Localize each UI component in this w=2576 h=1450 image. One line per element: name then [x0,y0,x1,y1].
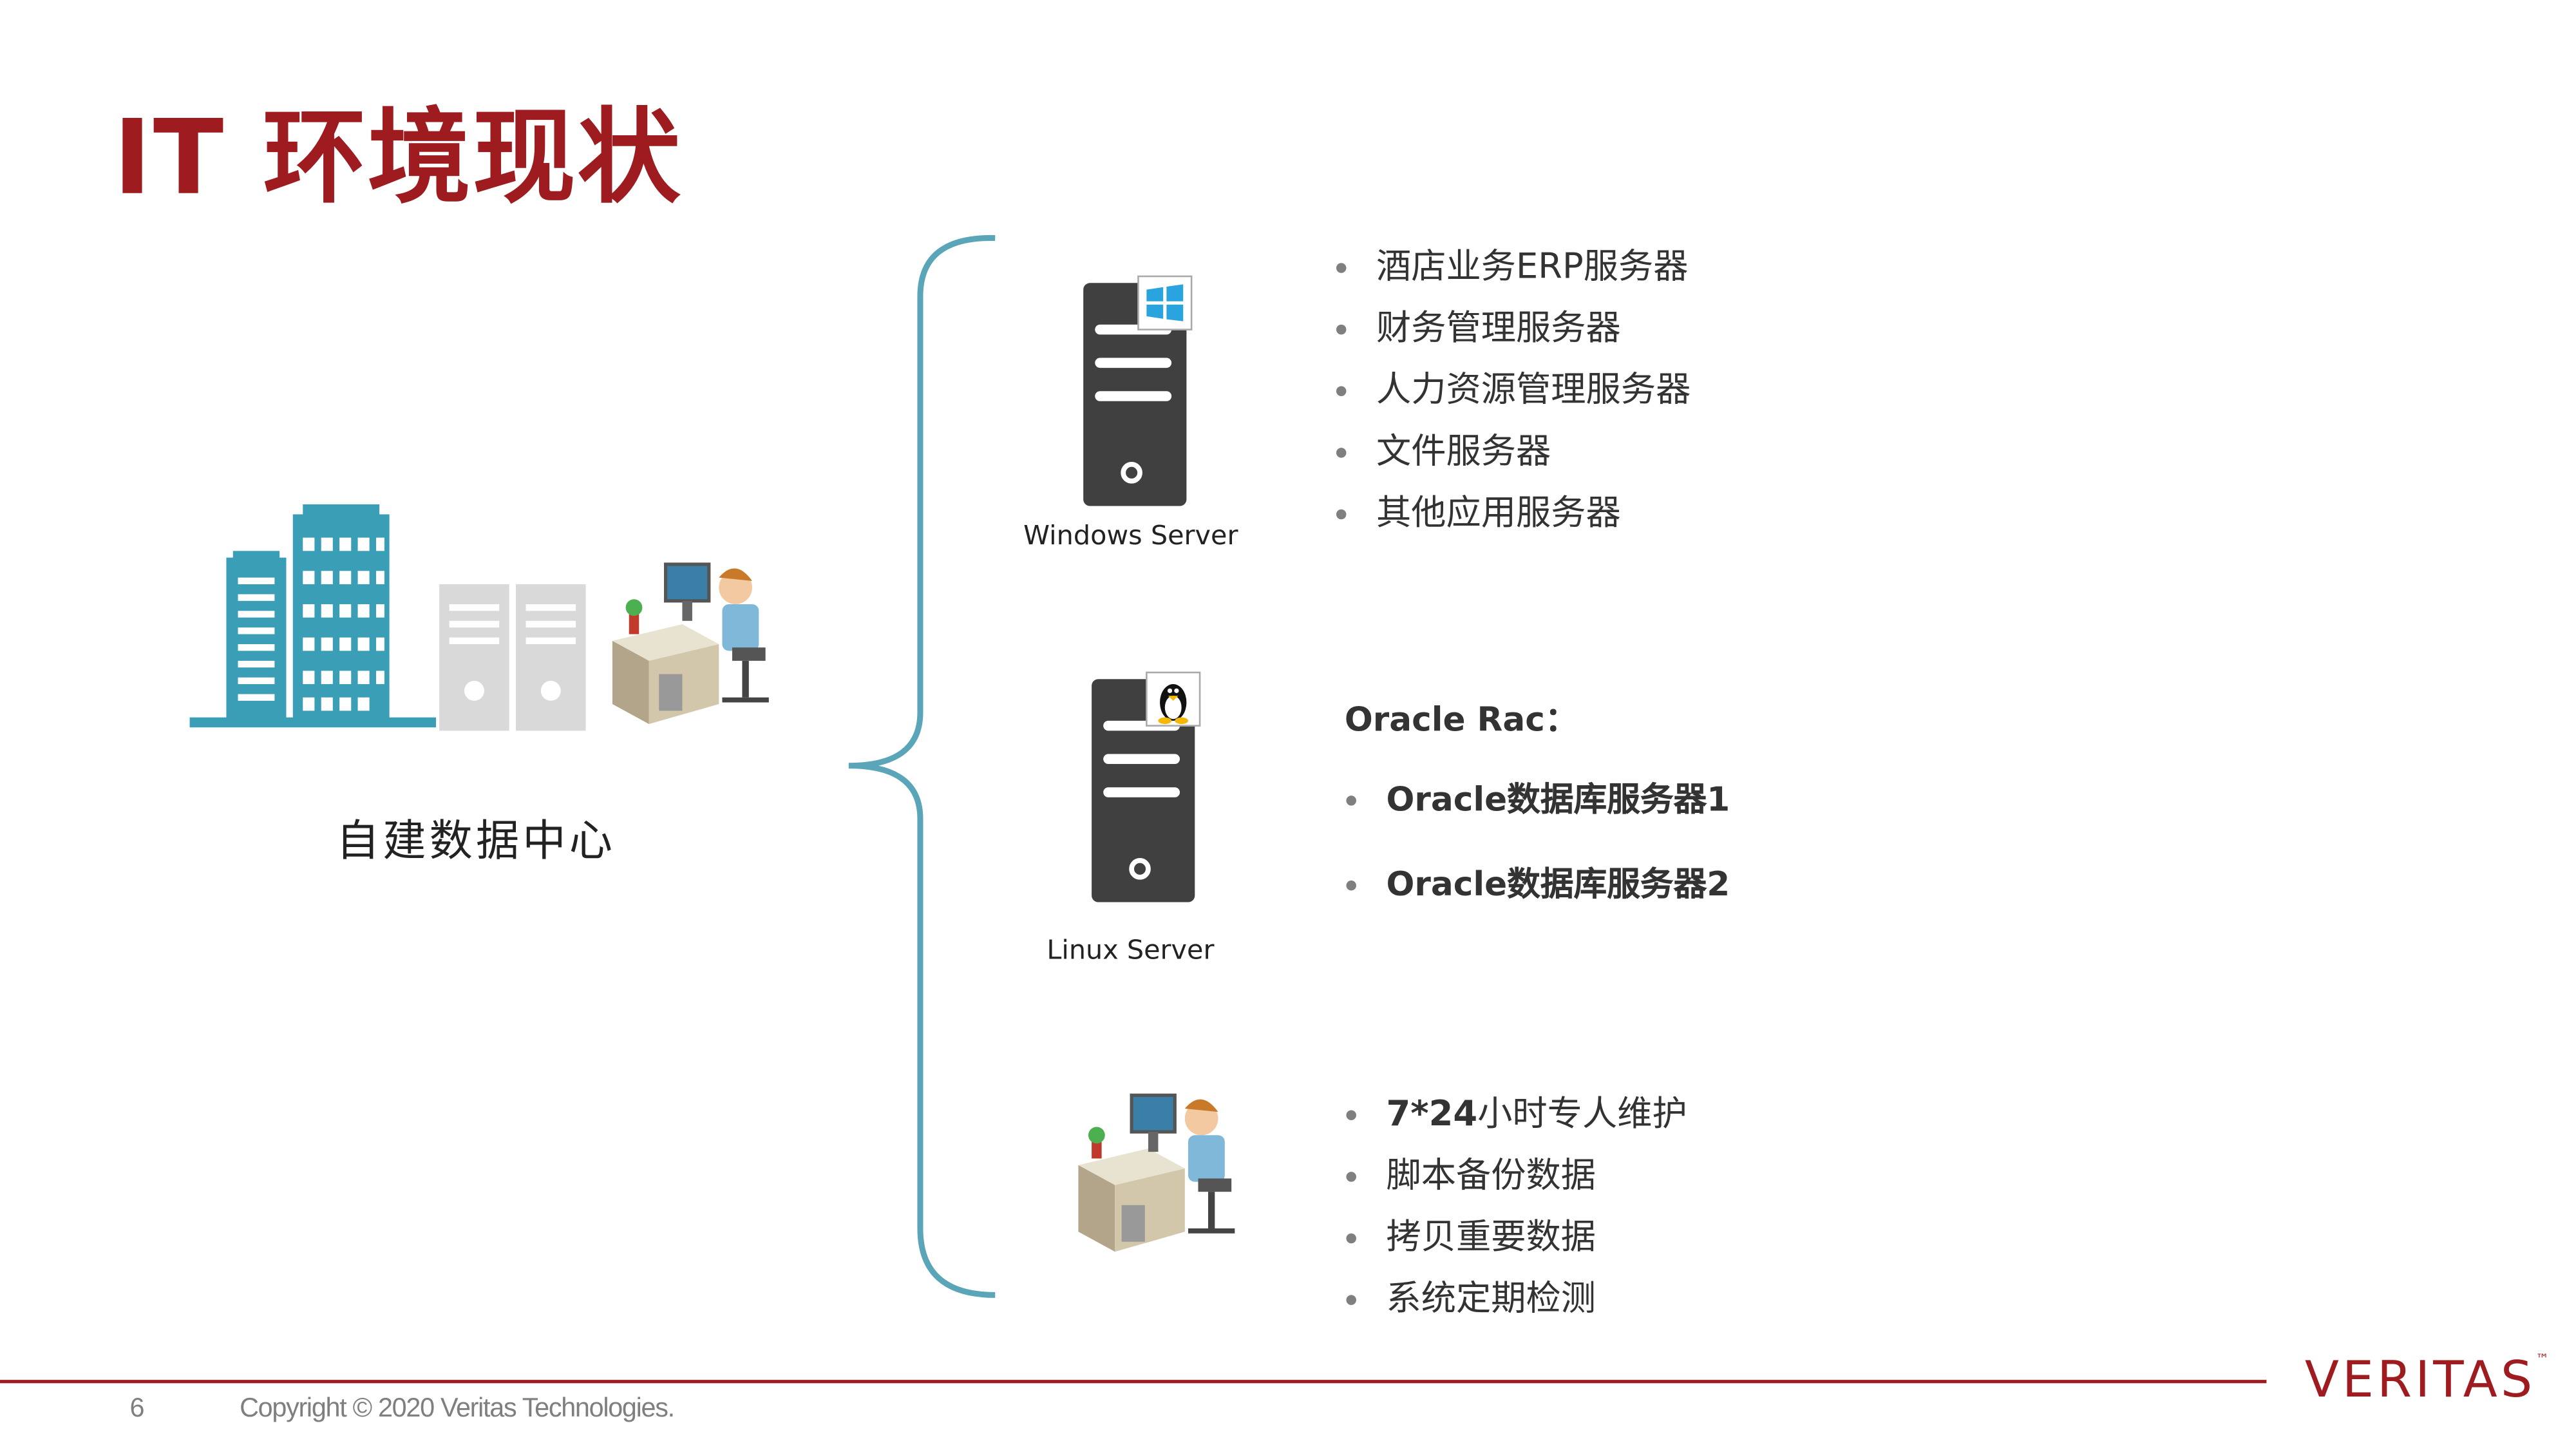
list-item: 系统定期检测 [1346,1268,1687,1330]
maintenance-worker-icon [1078,1093,1235,1252]
list-item: 人力资源管理服务器 [1336,359,1690,421]
linux-server-icon [1092,671,1201,902]
logo-text: VERITAS [2304,1351,2536,1410]
oracle-rac-heading: Oracle Rac： [1344,699,1578,739]
list-item: 拷贝重要数据 [1346,1207,1687,1268]
list-item-text: 小时专人维护 [1477,1093,1687,1134]
footer-divider [0,1380,2267,1384]
tux-penguin-icon [1158,684,1188,725]
list-item: 脚本备份数据 [1346,1145,1687,1207]
page-title: IT 环境现状 [113,96,683,218]
list-item: 财务管理服务器 [1336,298,1690,360]
list-item-number: 7*24 [1386,1093,1478,1134]
list-item: Oracle数据库服务器1 [1346,758,1730,843]
trademark-mark: ™ [2535,1351,2550,1367]
curly-bracket [848,234,996,1298]
linux-server-list: Oracle数据库服务器1 Oracle数据库服务器2 [1346,758,1730,928]
server-rack-icon [439,584,586,731]
list-item: 其他应用服务器 [1336,482,1690,544]
datacenter-label: 自建数据中心 [336,817,616,868]
short-building-icon [226,551,287,725]
list-item: 7*24小时专人维护 [1346,1083,1687,1145]
office-worker-icon [612,562,769,725]
veritas-logo: VERITAS™ [2305,1351,2549,1409]
maintenance-list: 7*24小时专人维护 脚本备份数据 拷贝重要数据 系统定期检测 [1346,1083,1687,1330]
windows-server-list: 酒店业务ERP服务器 财务管理服务器 人力资源管理服务器 文件服务器 其他应用服… [1336,236,1690,544]
windows-logo-icon [1146,284,1184,321]
ground-line [189,717,437,728]
tall-building-icon [292,504,390,725]
linux-server-caption: Linux Server [1046,933,1215,966]
list-item: 文件服务器 [1336,421,1690,483]
copyright-text: Copyright © 2020 Veritas Technologies. [240,1395,675,1424]
windows-server-icon [1083,275,1193,506]
datacenter-illustration [189,504,769,731]
windows-server-caption: Windows Server [1023,519,1238,551]
list-item: 酒店业务ERP服务器 [1336,236,1690,298]
list-item: Oracle数据库服务器2 [1346,843,1730,928]
page-number: 6 [129,1395,145,1424]
